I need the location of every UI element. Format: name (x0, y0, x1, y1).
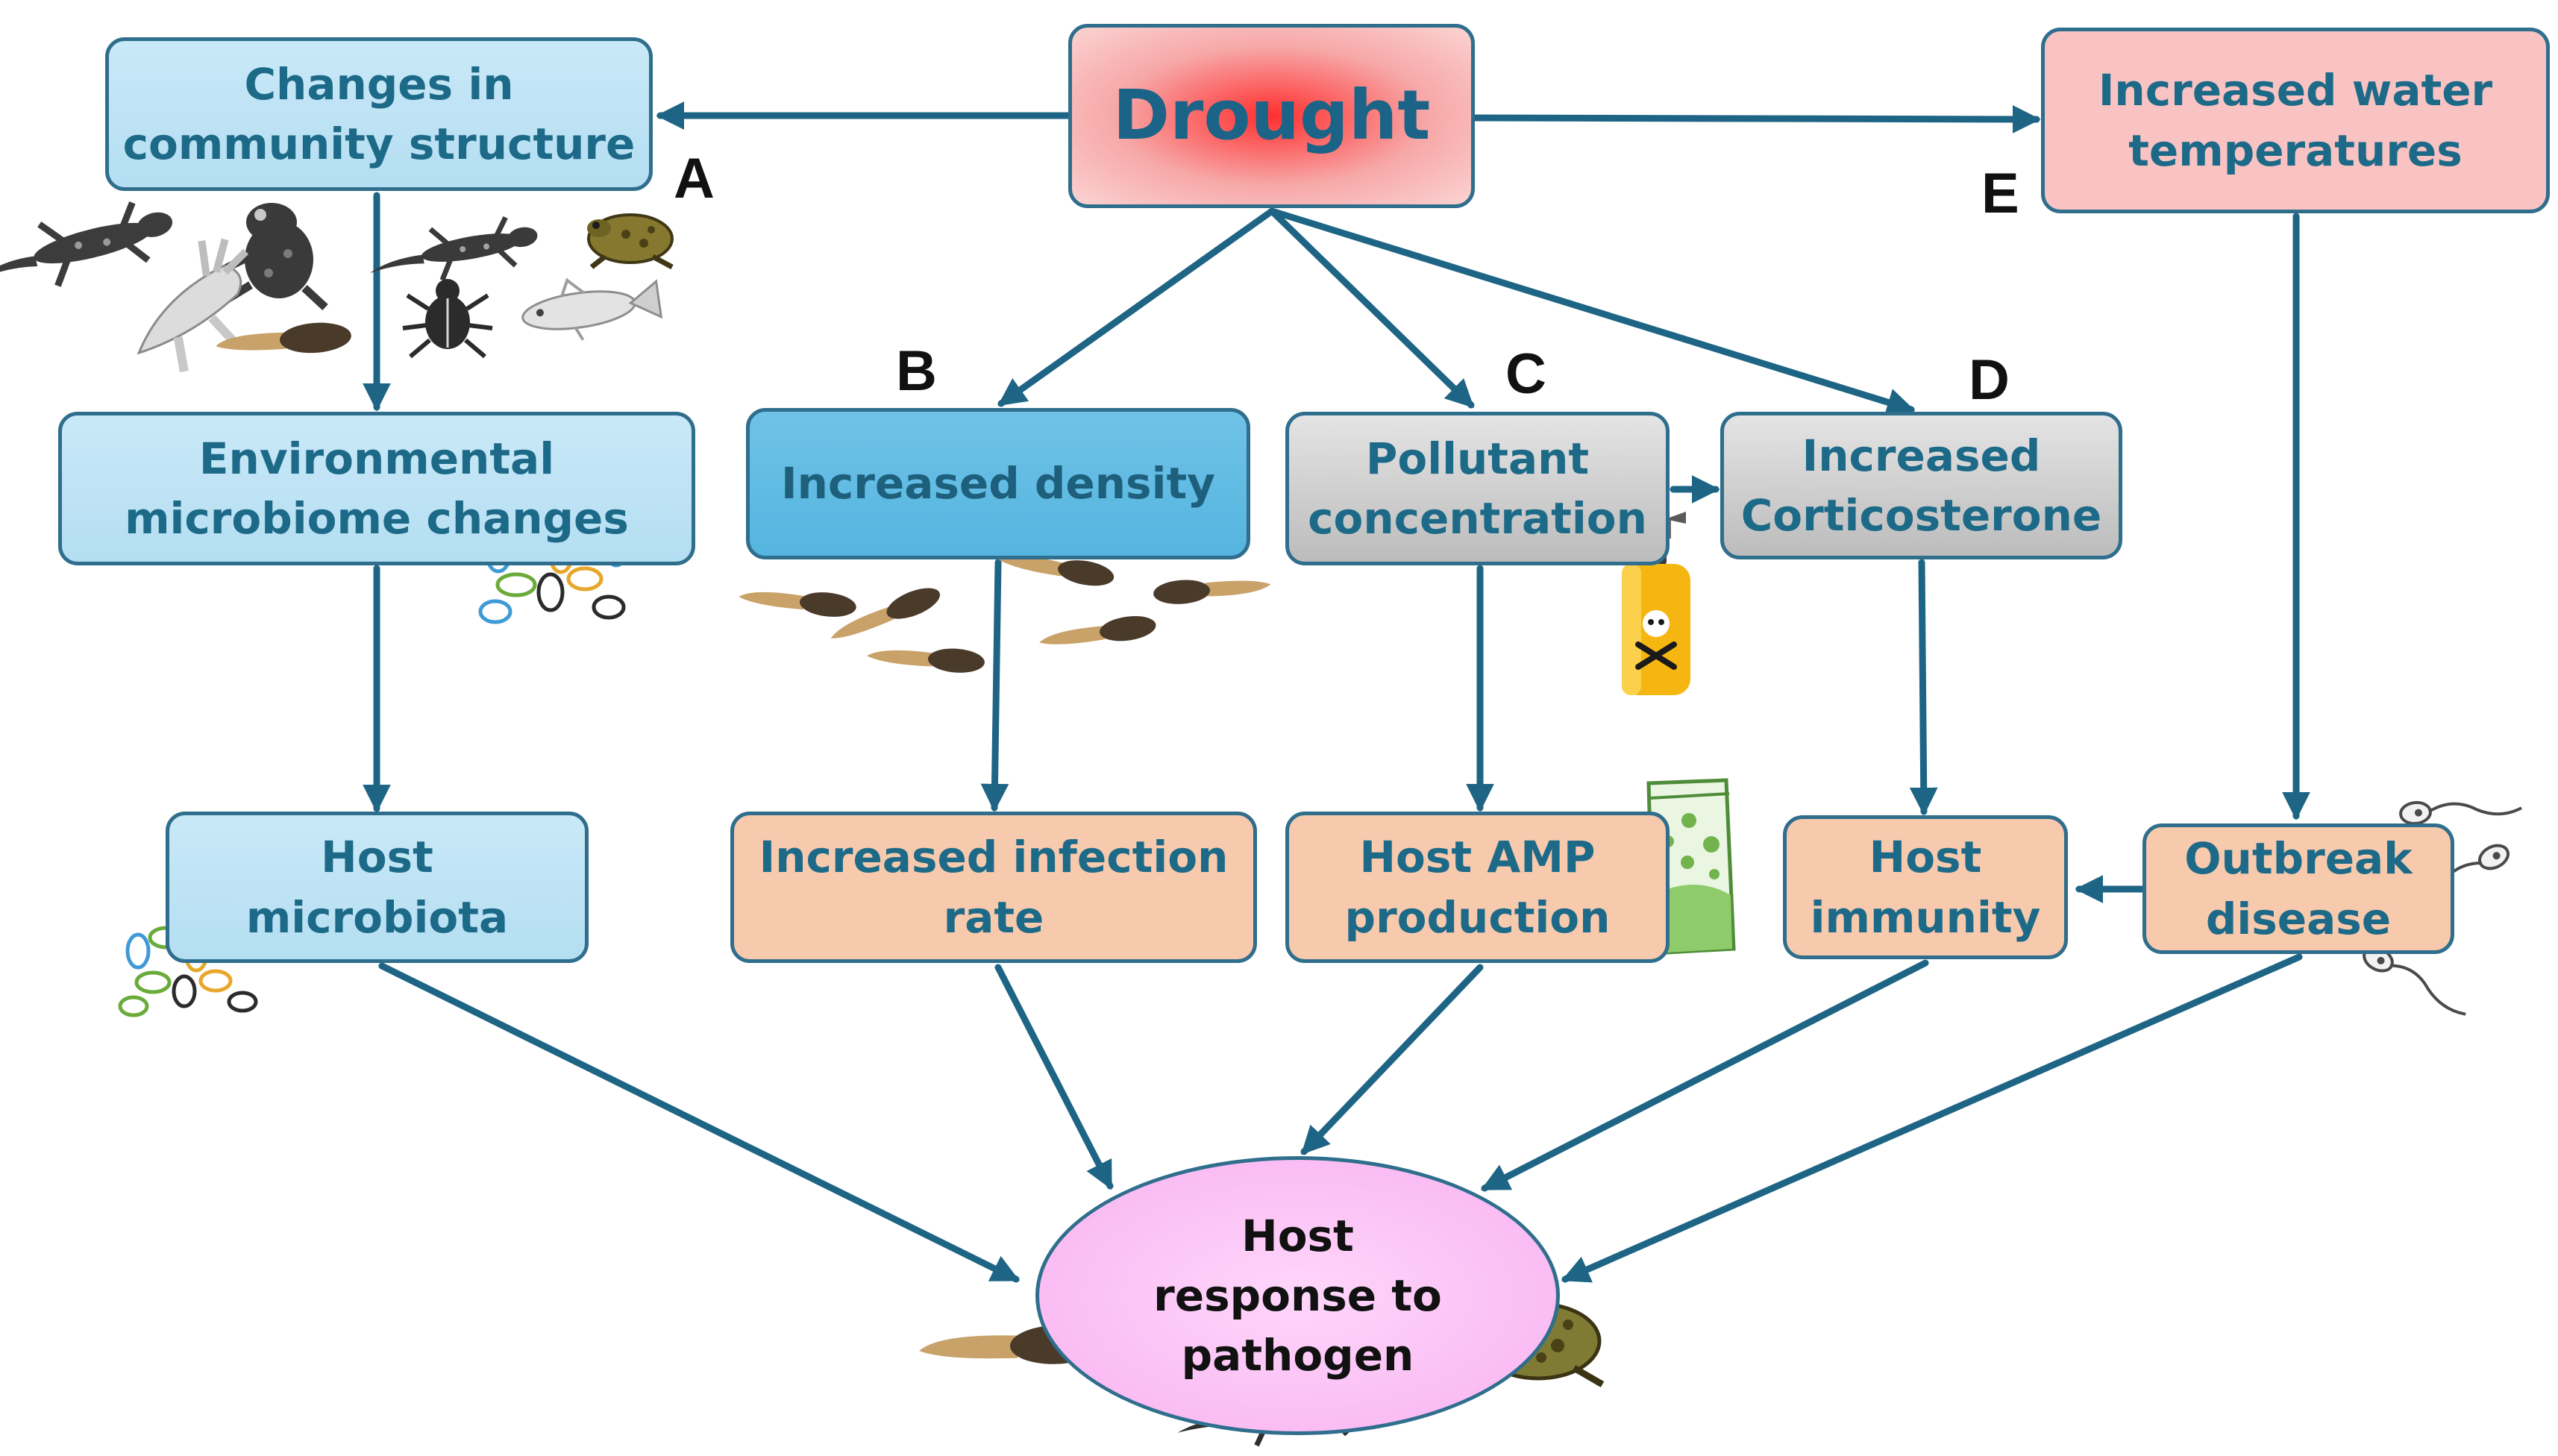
tadpole-icon (1153, 580, 1271, 604)
node-host-response: Host response to pathogen (1035, 1156, 1560, 1435)
newt-icon (0, 201, 173, 287)
beetle-icon (402, 279, 493, 359)
node-drought: Drought (1068, 24, 1475, 208)
axolotl-icon (137, 238, 249, 373)
label-c: C (1505, 342, 1546, 406)
arrow-corticosterone-to-immunity (1909, 559, 1938, 816)
node-label: Increased density (781, 458, 1215, 509)
node-water-temperatures: Increased water temperatures (2041, 28, 2550, 213)
label-d: D (1969, 348, 2010, 412)
node-label: Host immunity (1810, 832, 2041, 943)
arrow-density-to-infection (980, 559, 1009, 812)
node-infection-rate: Increased infection rate (730, 812, 1257, 963)
node-label: Changes in community structure (122, 58, 636, 169)
node-label: Pollutant concentration (1308, 433, 1647, 544)
node-community-structure: Changes in community structure (105, 37, 653, 191)
node-label: Environmental microbiome changes (125, 433, 629, 544)
node-corticosterone: Increased Corticosterone (1720, 412, 2122, 559)
node-outbreak-disease: Outbreak disease (2142, 823, 2454, 954)
pathogen-icon (2363, 946, 2466, 1016)
node-label: Host response to pathogen (1153, 1210, 1442, 1381)
pathogens-group (2363, 800, 2522, 1016)
antimicrobial-bag-icon (1646, 778, 1736, 956)
node-host-microbiota: Host microbiota (166, 812, 589, 963)
label-a: A (674, 147, 715, 210)
newt-icon (369, 216, 538, 281)
arrow-amp-to-response (1300, 964, 1484, 1155)
label-e: E (1981, 162, 2019, 225)
arrow-host-microbiota-to-response (378, 962, 1021, 1283)
node-label: Host microbiota (245, 832, 509, 943)
node-label: Outbreak disease (2184, 833, 2413, 944)
node-label: Increased Corticosterone (1740, 430, 2102, 541)
arrow-drought-to-pollutant (1268, 207, 1475, 409)
arrow-drought-to-corticosterone (1268, 207, 1916, 416)
arrow-infection-to-response (994, 964, 1114, 1190)
tadpole-icon (997, 556, 1115, 586)
tadpole-icon (739, 592, 856, 617)
fish-icon (521, 277, 663, 341)
tadpole-icon (1039, 615, 1156, 644)
node-environmental-microbiome: Environmental microbiome changes (58, 412, 695, 565)
tadpoles-group (739, 556, 1271, 673)
node-label: Increased water temperatures (2098, 65, 2493, 176)
toad-icon (587, 213, 674, 270)
node-host-immunity: Host immunity (1783, 815, 2068, 959)
tadpole-icon (216, 322, 351, 354)
node-label: Increased infection rate (759, 832, 1229, 943)
tadpole-icon (867, 648, 985, 673)
arrow-outbreak-to-response (1561, 953, 2303, 1283)
node-increased-density: Increased density (746, 408, 1250, 559)
pathogen-icon (2399, 800, 2522, 826)
arrows (363, 101, 2310, 1283)
tadpole-icon (830, 588, 940, 638)
node-label: Drought (1112, 75, 1431, 156)
node-pollutant-concentration: Pollutant concentration (1285, 412, 1670, 565)
arrow-drought-to-density (997, 207, 1276, 407)
label-b: B (896, 339, 937, 403)
community-animals (0, 201, 674, 373)
node-host-amp-production: Host AMP production (1285, 812, 1670, 963)
node-label: Host AMP production (1344, 832, 1611, 943)
arrow-immunity-to-response (1480, 959, 1929, 1192)
arrow-drought-to-water-temp (1471, 105, 2041, 134)
